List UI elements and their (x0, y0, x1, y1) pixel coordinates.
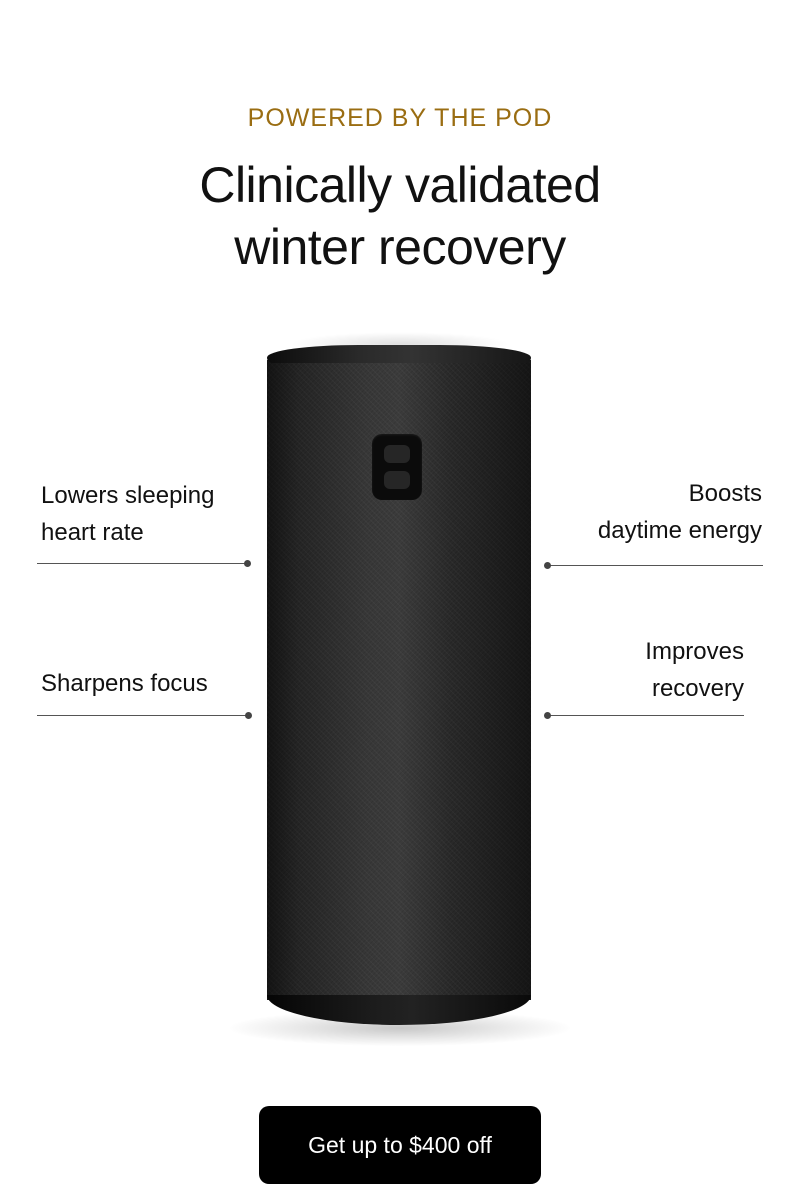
leader-line-daytime-energy (544, 562, 763, 569)
get-discount-button[interactable]: Get up to $400 off (259, 1106, 541, 1184)
callout-heart-rate-line-1: Lowers sleeping (41, 482, 215, 509)
leader-dot (544, 712, 551, 719)
logo-upper-loop (384, 445, 410, 463)
eyebrow-label: POWERED BY THE POD (247, 104, 553, 132)
callout-recovery-line-2: recovery (651, 675, 744, 702)
headline-line-1: Clinically validated (199, 157, 601, 213)
callout-recovery: Improves recovery (645, 633, 744, 707)
callout-daytime-energy-line-1: Boosts (688, 480, 762, 507)
get-discount-button-label: Get up to $400 off (308, 1132, 492, 1158)
leader-line-focus (37, 712, 252, 719)
callout-recovery-line-1: Improves (645, 638, 744, 665)
leader-dot (544, 562, 551, 569)
headline-line-2: winter recovery (234, 219, 566, 275)
pod-lid (267, 345, 531, 363)
eight-logo-icon (372, 434, 422, 500)
callout-heart-rate-line-2: heart rate (41, 519, 144, 546)
callout-focus: Sharpens focus (41, 665, 208, 702)
callout-daytime-energy: Boosts daytime energy (598, 475, 762, 549)
leader-dot (245, 712, 252, 719)
leader-dot (244, 560, 251, 567)
leader-line-recovery (544, 712, 744, 719)
callout-focus-line-1: Sharpens focus (41, 670, 208, 697)
callout-daytime-energy-line-2: daytime energy (597, 517, 762, 544)
logo-lower-loop (384, 471, 410, 489)
leader-line-heart-rate (37, 560, 251, 567)
page-headline: Clinically validated winter recovery (0, 154, 800, 278)
callout-heart-rate: Lowers sleeping heart rate (41, 477, 214, 551)
